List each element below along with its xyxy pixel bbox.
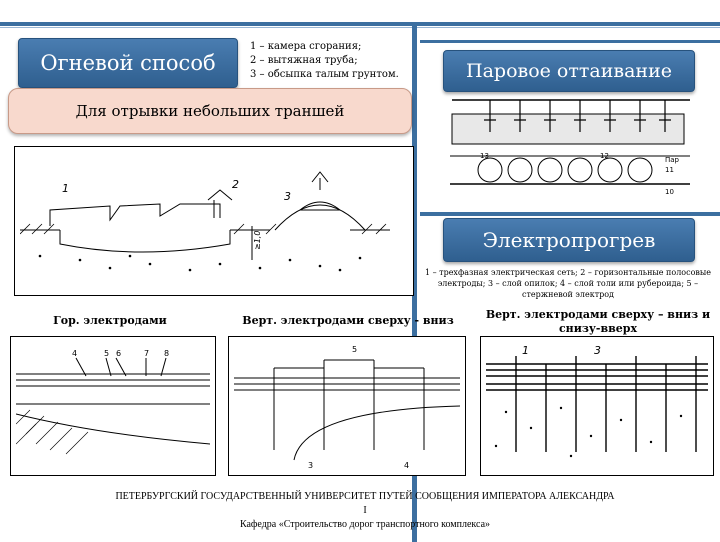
both-directions-frame (480, 336, 714, 476)
top-accent-bar (0, 22, 720, 26)
hor-label: 6 (116, 349, 121, 358)
trench-banner: Для отрывки небольших траншей (8, 88, 412, 134)
steam-label: 13 (480, 152, 489, 160)
fire-legend: 1 – камера сгорания; 2 – вытяжная труба;… (250, 40, 420, 82)
steam-divider (420, 40, 720, 43)
steam-thawing-figure: 13 12 11 10 Пар (450, 99, 690, 196)
horizontal-electrodes-figure: 4 5 6 7 8 (16, 349, 210, 455)
caption-horizontal: Гор. электродами (53, 314, 167, 327)
fire-figure-label: ≥1,0 (253, 231, 262, 250)
hor-label: 4 (72, 349, 77, 358)
vert-label: 3 (308, 461, 313, 470)
fire-legend-item: 1 – камера сгорания; (250, 41, 362, 52)
steam-method-title: Паровое оттаивание (443, 50, 695, 92)
footer-university: ПЕТЕРБУРГСКИЙ ГОСУДАРСТВЕННЫЙ УНИВЕРСИТЕ… (115, 491, 615, 502)
caption-both: Верт. электродами сверху – вниз и снизу-… (485, 308, 711, 335)
steam-label: 10 (665, 188, 674, 196)
both-label: 3 (594, 344, 601, 357)
steam-label: 11 (665, 166, 674, 174)
electric-legend: 1 – трехфазная электрическая сеть; 2 – г… (424, 268, 712, 299)
top-accent-line (0, 27, 720, 28)
fire-figure-label: 1 (62, 182, 69, 195)
vertical-electrodes-figure: 5 3 4 (234, 345, 460, 470)
both-directions-figure: 1 3 (486, 344, 708, 458)
footer-university-cont: I (363, 505, 367, 516)
hor-label: 5 (104, 349, 109, 358)
fire-legend-item: 3 – обсыпка талым грунтом. (250, 69, 399, 80)
hor-label: 7 (144, 349, 149, 358)
fire-method-figure: 1 2 3 ≥1,0 (20, 171, 390, 272)
fire-figure-label: 2 (232, 178, 239, 191)
fire-legend-item: 2 – вытяжная труба; (250, 55, 358, 66)
footer: ПЕТЕРБУРГСКИЙ ГОСУДАРСТВЕННЫЙ УНИВЕРСИТЕ… (20, 490, 710, 532)
hor-label: 8 (164, 349, 169, 358)
vertical-divider (412, 22, 417, 542)
steam-label: Пар (665, 156, 680, 164)
fire-method-figure-frame (14, 146, 414, 296)
fire-method-title: Огневой способ (18, 38, 238, 88)
caption-vertical: Верт. электродами сверху - вниз (242, 314, 454, 327)
vert-label: 4 (404, 461, 409, 470)
electric-divider (420, 212, 720, 216)
both-label: 1 (522, 344, 529, 357)
horizontal-electrodes-frame (10, 336, 216, 476)
vertical-electrodes-frame (228, 336, 466, 476)
footer-department: Кафедра «Строительство дорог транспортно… (239, 519, 491, 530)
steam-label: 12 (600, 152, 609, 160)
electric-method-title: Электропрогрев (443, 218, 695, 262)
vert-label: 5 (352, 345, 357, 354)
fire-figure-label: 3 (284, 190, 291, 203)
